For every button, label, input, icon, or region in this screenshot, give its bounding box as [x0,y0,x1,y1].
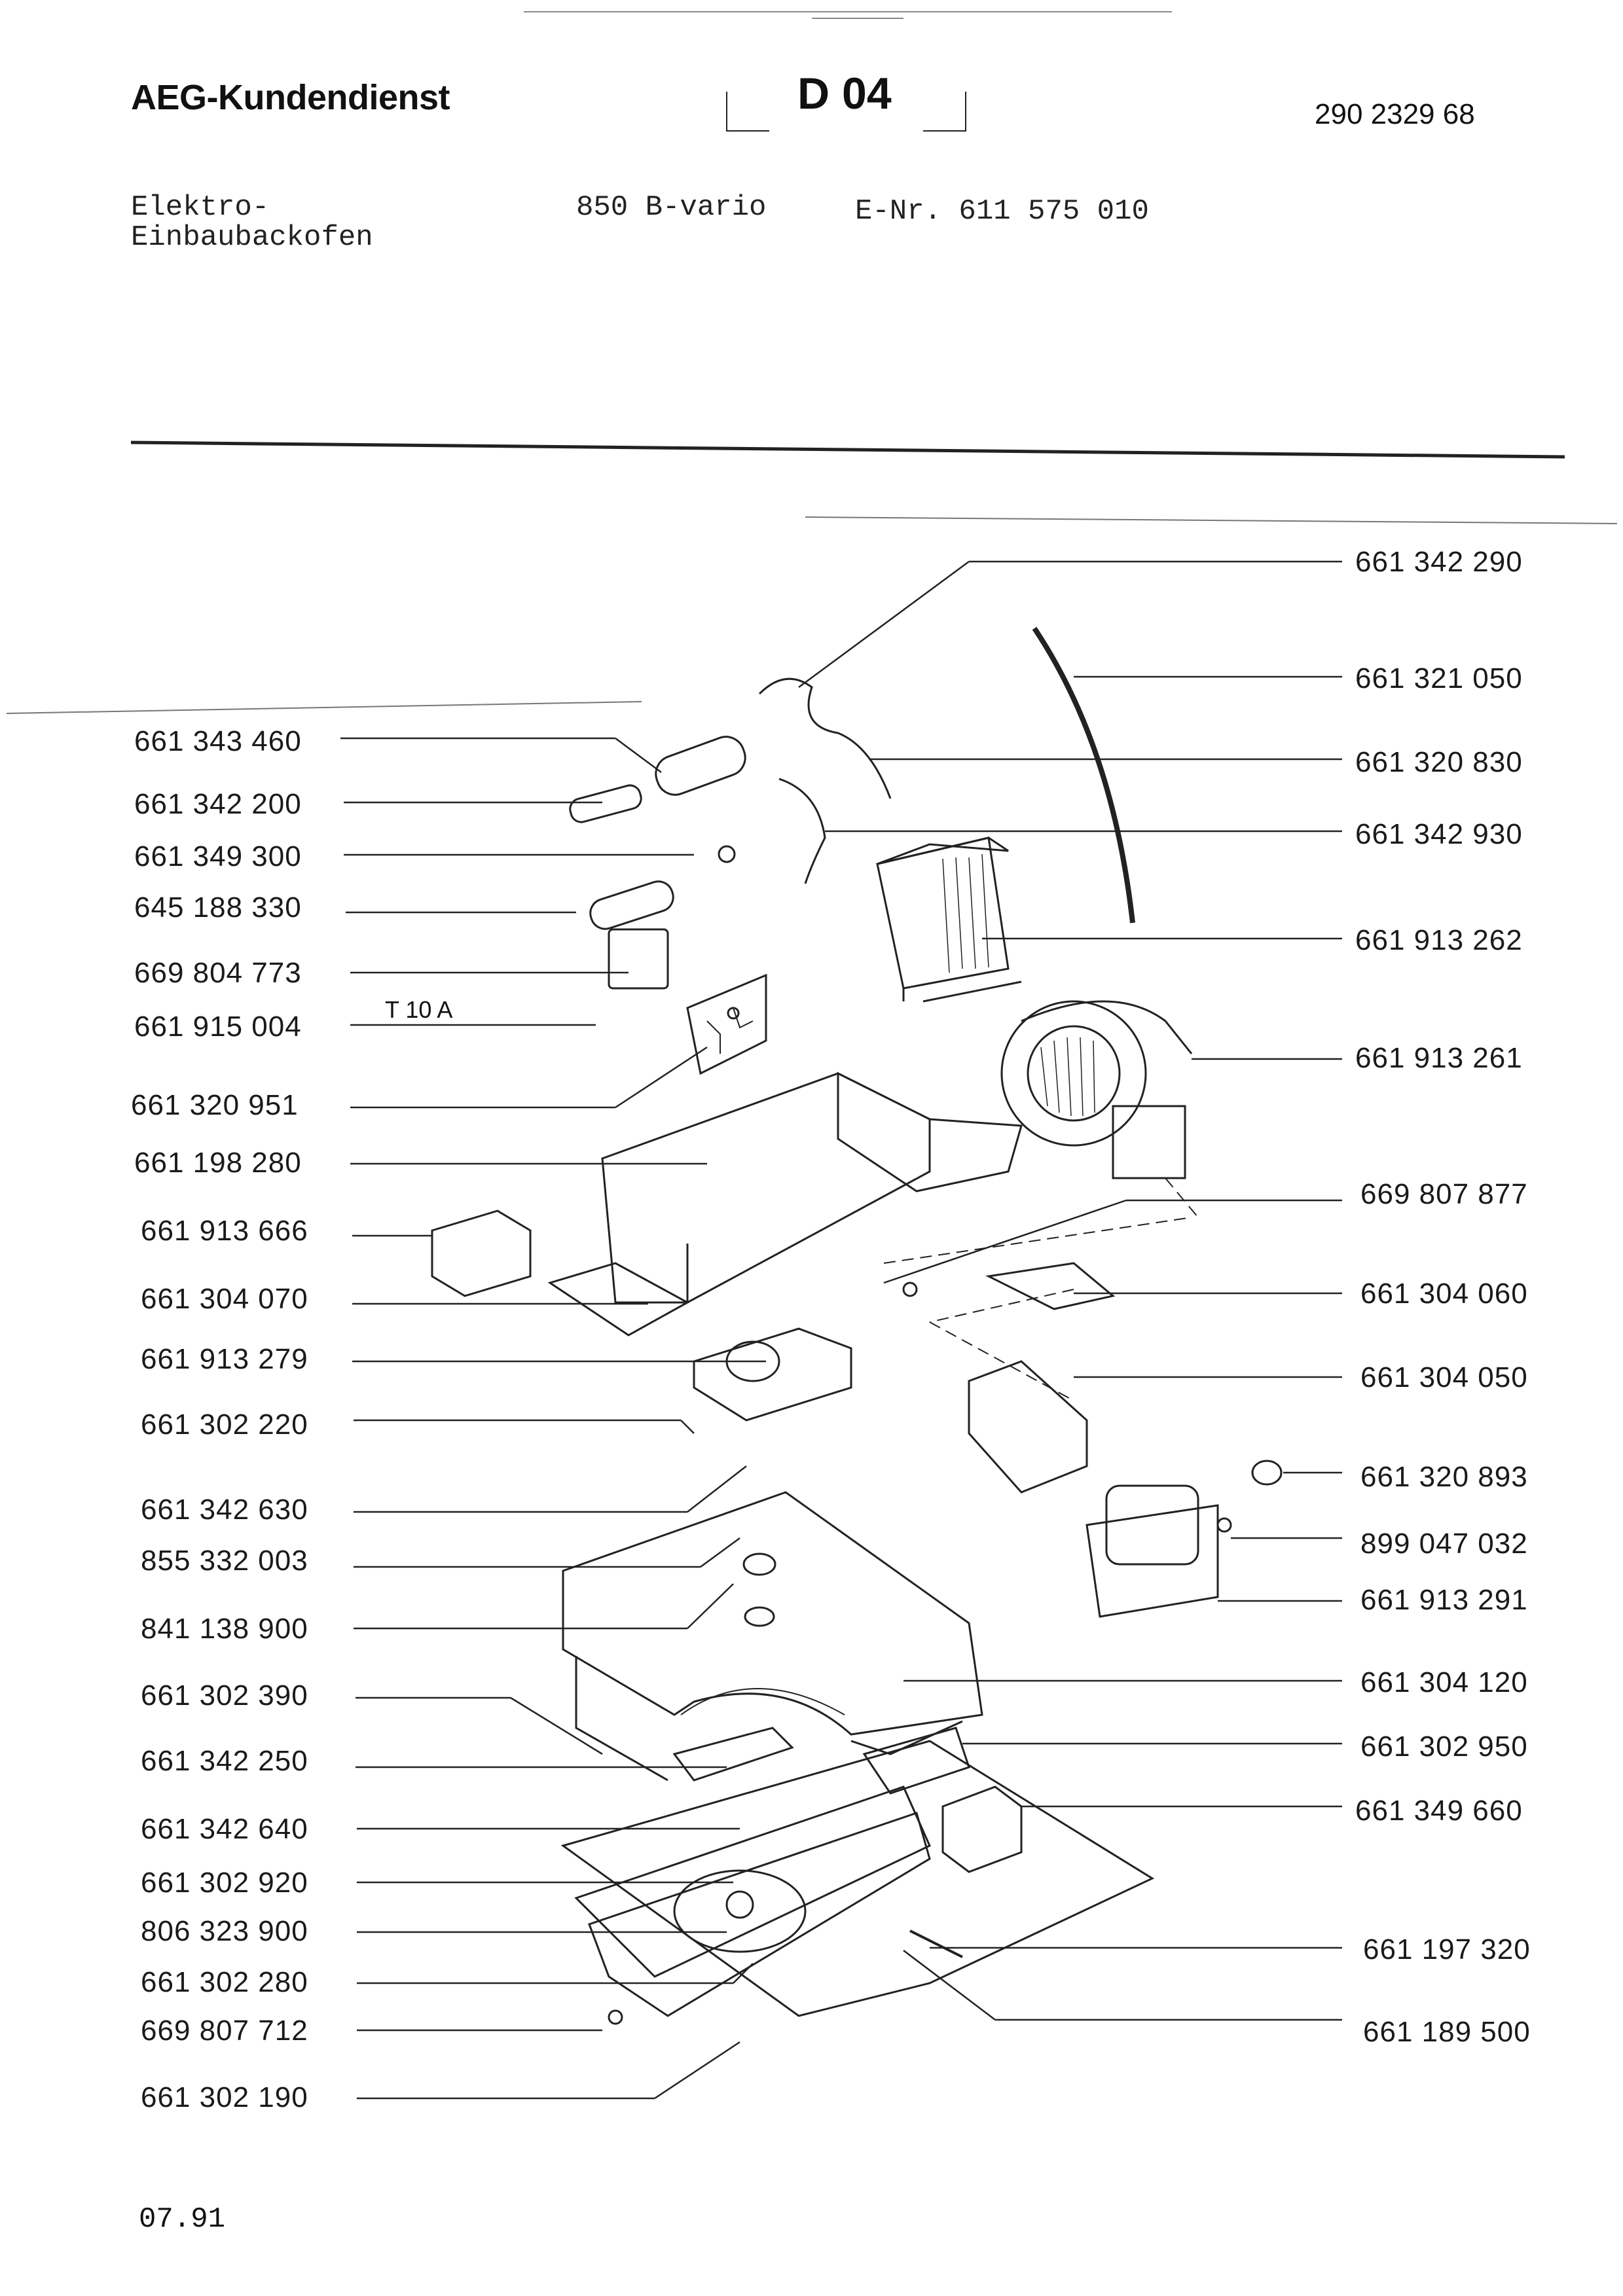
product-type-line2: Einbaubackofen [131,221,373,254]
part-number-left: 661 302 190 [141,2081,308,2113]
part-number-left: 661 342 630 [141,1494,308,1526]
part-number-left: 841 138 900 [141,1613,308,1645]
part-number-right: 899 047 032 [1360,1528,1528,1560]
part-number-right: 661 913 262 [1355,924,1523,956]
section-code: D 04 [797,69,892,118]
part-number-right: 661 342 930 [1355,818,1523,850]
part-number-right: 661 349 660 [1355,1795,1523,1827]
part-number-right: 661 189 500 [1363,2016,1531,2048]
product-e-number: E-Nr. 611 575 010 [855,195,1149,228]
fuse-rating-label: T 10 A [385,996,453,1023]
part-number-left: 661 915 004 [134,1011,302,1043]
part-number-right: 661 321 050 [1355,662,1523,694]
part-number-left: 661 302 280 [141,1966,308,1998]
part-number-left: 661 304 070 [141,1283,308,1315]
part-number-left: 661 342 200 [134,788,302,820]
part-number-left: 661 302 220 [141,1408,308,1441]
part-number-right: 661 302 950 [1360,1731,1528,1763]
part-number-left: 661 343 460 [134,725,302,757]
part-number-left: 669 807 712 [141,2015,308,2047]
part-number-right: 661 913 261 [1355,1042,1523,1074]
part-number-left: 645 188 330 [134,891,302,924]
part-number-left: 661 198 280 [134,1147,302,1179]
part-number-left: 661 349 300 [134,840,302,872]
product-model: 850 B-vario [576,191,767,224]
part-number-right: 661 304 050 [1360,1361,1528,1393]
part-number-left: 669 804 773 [134,957,302,989]
part-number-right: 669 807 877 [1360,1178,1528,1210]
part-number-left: 661 342 640 [141,1813,308,1845]
part-number-left: 806 323 900 [141,1915,308,1947]
brand-title: AEG-Kundendienst [131,78,450,117]
part-number-left: 661 302 920 [141,1867,308,1899]
part-number-right: 661 197 320 [1363,1933,1531,1965]
part-number-left: 855 332 003 [141,1545,308,1577]
product-type-line1: Elektro- [131,191,270,224]
part-number-left: 661 302 390 [141,1679,308,1712]
revision-date: 07.91 [139,2203,226,2236]
part-number-right: 661 304 060 [1360,1278,1528,1310]
part-number-right: 661 304 120 [1360,1666,1528,1698]
part-number-right: 661 320 830 [1355,746,1523,778]
part-number-left: 661 913 279 [141,1343,308,1375]
document-number: 290 2329 68 [1315,98,1475,130]
part-number-left: 661 320 951 [131,1089,299,1121]
part-number-right: 661 320 893 [1360,1461,1528,1493]
part-number-left: 661 913 666 [141,1215,308,1247]
part-number-right: 661 342 290 [1355,546,1523,578]
part-number-right: 661 913 291 [1360,1584,1528,1616]
part-number-left: 661 342 250 [141,1745,308,1777]
